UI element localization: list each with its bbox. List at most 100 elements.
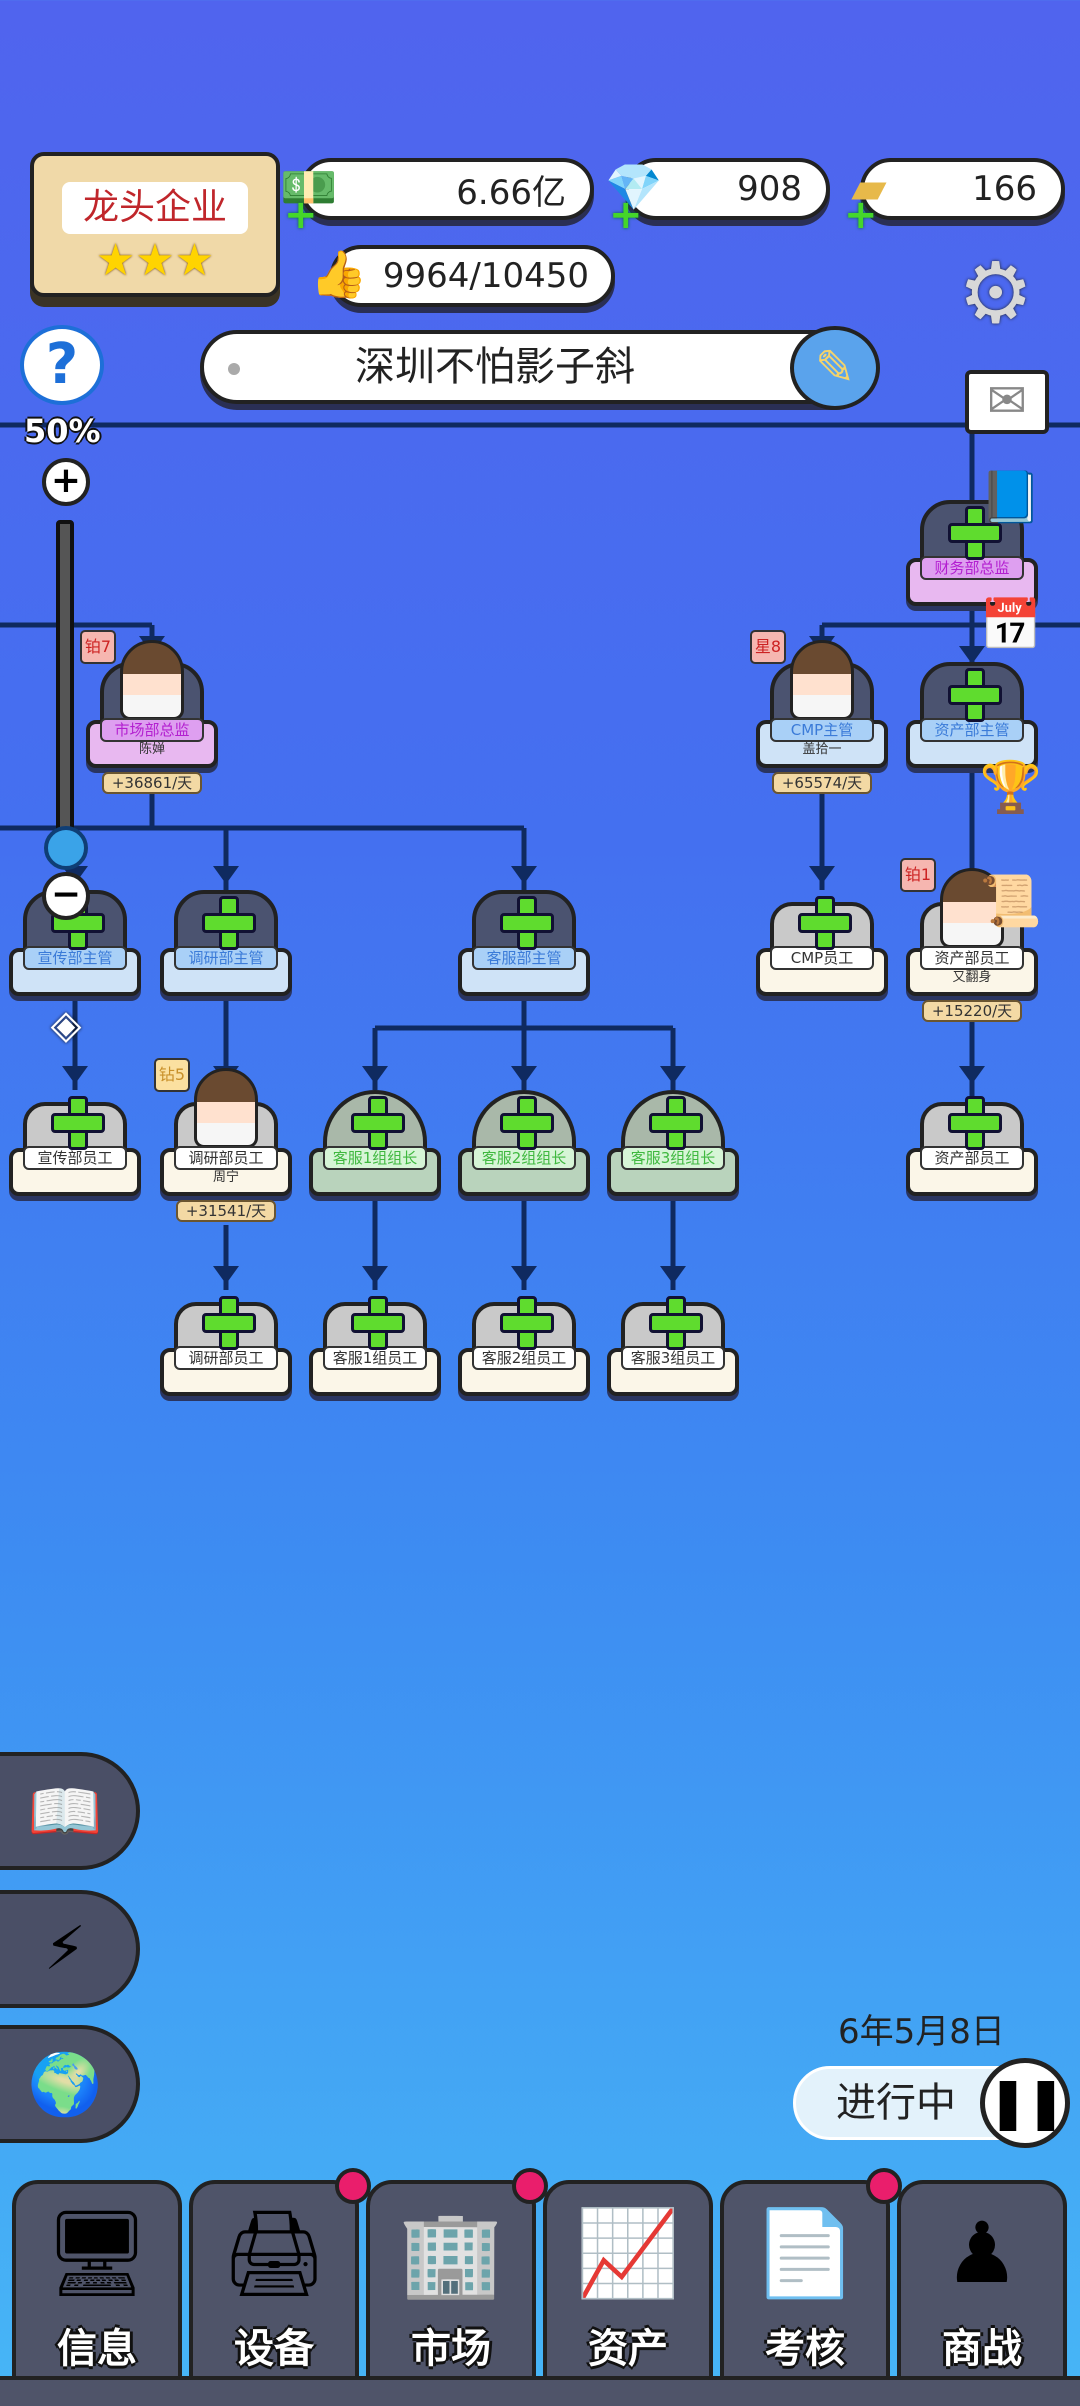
connector-arrow <box>362 1266 388 1284</box>
mail-icon[interactable]: ✉ <box>965 370 1049 434</box>
company-name-bar[interactable]: 深圳不怕影子斜 <box>200 330 870 404</box>
energy-boost-button[interactable]: ⚡ <box>0 1890 140 2008</box>
hire-plus-icon[interactable] <box>500 896 554 950</box>
hire-plus-icon[interactable] <box>948 506 1002 560</box>
org-seat-cs-mgr[interactable]: 客服部主管 <box>458 890 590 1020</box>
level-badge: 钻5 <box>154 1058 190 1092</box>
tab-label: 资产 <box>588 2326 668 2372</box>
org-seat-fin-dir[interactable]: 财务部总监 <box>906 500 1038 630</box>
world-map-button[interactable]: 🌍 <box>0 2025 140 2143</box>
level-badge: 铂7 <box>80 630 116 664</box>
tab-label: 信息 <box>57 2326 137 2372</box>
nav-tab-5[interactable]: ♟ 商战 <box>897 2180 1067 2390</box>
employee-name: 又翻身 <box>952 970 992 985</box>
calendar-task-icon[interactable]: 📅 <box>979 596 1043 654</box>
zoom-slider-track[interactable] <box>56 520 74 840</box>
zoom-in-button[interactable]: + <box>42 458 90 506</box>
employee-name: 周宁 <box>212 1170 239 1185</box>
trophy-icon[interactable]: 🏆 <box>979 758 1043 816</box>
nav-tab-3[interactable]: 📈资产 <box>543 2180 713 2390</box>
hire-plus-icon[interactable] <box>351 1096 405 1150</box>
nav-tab-4[interactable]: 📄考核 <box>720 2168 902 2390</box>
diamond-icon: 💎+ <box>605 159 663 239</box>
tab-label: 考核 <box>765 2326 845 2372</box>
org-seat-res-mgr[interactable]: 调研部主管 <box>160 890 292 1020</box>
scroll-icon[interactable]: 📜 <box>979 872 1043 930</box>
help-support-icon[interactable]: ? <box>20 325 104 405</box>
company-name: 深圳不怕影子斜 <box>355 344 635 390</box>
connector-arrow <box>660 1066 686 1084</box>
chess-icon: ♟ <box>944 2204 1020 2302</box>
tab-label: 市场 <box>411 2326 491 2372</box>
gold-counter[interactable]: ▰+ 166 <box>844 158 1065 238</box>
cash-icon: 💵+ <box>280 159 338 239</box>
nav-tab-1[interactable]: 🖨设备 <box>189 2168 371 2390</box>
org-seat-cs3-lead[interactable]: 客服3组组长 <box>607 1090 739 1220</box>
diamond-value: 908 <box>737 169 802 209</box>
nav-tab-2[interactable]: 🏢市场 <box>366 2168 548 2390</box>
hire-plus-icon[interactable] <box>202 896 256 950</box>
money-counter[interactable]: 💵+ 6.66亿 <box>280 158 594 238</box>
org-seat-pr-staff[interactable]: 宣传部员工 <box>9 1090 141 1220</box>
certificate-book-button[interactable]: 📖 <box>0 1752 140 1870</box>
hire-plus-icon[interactable] <box>948 668 1002 722</box>
diamond-counter[interactable]: 💎+ 908 <box>605 158 830 238</box>
hire-plus-icon[interactable] <box>500 1296 554 1350</box>
hire-plus-icon[interactable] <box>500 1096 554 1150</box>
connector-arrow <box>511 1266 537 1284</box>
hire-plus-icon[interactable] <box>948 1096 1002 1150</box>
nav-tab-0[interactable]: 🖥 信息 <box>12 2180 182 2390</box>
daily-income: +36861/天 <box>102 772 202 794</box>
employee-avatar <box>194 1068 258 1148</box>
locate-center-icon[interactable]: ◈ <box>50 1002 82 1048</box>
org-seat-cs2-staff[interactable]: 客服2组员工 <box>458 1290 590 1420</box>
thumbs-up-icon: 👍 <box>310 246 368 301</box>
org-seat-cs2-lead[interactable]: 客服2组组长 <box>458 1090 590 1220</box>
zoom-out-button[interactable]: − <box>42 872 90 920</box>
status-text: 进行中 <box>836 2080 956 2126</box>
org-seat-asset-staff-2[interactable]: 资产部员工 <box>906 1090 1038 1220</box>
hire-plus-icon[interactable] <box>649 1296 703 1350</box>
org-seat-cmp-staff[interactable]: CMP员工 <box>756 890 888 1020</box>
monitor-icon: 🖥 <box>43 2204 151 2302</box>
hire-plus-icon[interactable] <box>202 1296 256 1350</box>
pause-button[interactable]: ❚❚ <box>980 2058 1070 2148</box>
connector-arrow <box>809 866 835 884</box>
zoom-level-label: 50% <box>24 412 101 450</box>
org-seat-cs1-staff[interactable]: 客服1组员工 <box>309 1290 441 1420</box>
bullet-dot <box>228 363 240 375</box>
zoom-slider-knob[interactable] <box>44 826 88 870</box>
position-title: 调研部员工 <box>174 1146 278 1170</box>
game-status-pill[interactable]: 进行中 <box>793 2066 1063 2140</box>
rank-stars-icon: ★★★ <box>95 235 215 286</box>
employee-avatar <box>790 640 854 720</box>
org-seat-asset-mgr[interactable]: 资产部主管 <box>906 662 1038 792</box>
org-seat-cs1-lead[interactable]: 客服1组组长 <box>309 1090 441 1220</box>
connector-arrow <box>959 1066 985 1084</box>
handbook-icon[interactable]: 📘 <box>979 468 1043 526</box>
gold-bar-icon: ▰+ <box>844 160 887 238</box>
company-rank-plaque[interactable]: 龙头企业 ★★★ <box>30 152 280 297</box>
edit-name-pencil-button[interactable]: ✎ <box>790 326 880 410</box>
hire-plus-icon[interactable] <box>798 896 852 950</box>
level-badge: 星8 <box>750 630 786 664</box>
org-seat-mkt-dir[interactable]: 铂7 市场部总监陈婵 +36861/天 <box>80 630 218 794</box>
org-seat-cs3-staff[interactable]: 客服3组员工 <box>607 1290 739 1420</box>
reputation-counter[interactable]: 👍 9964/10450 <box>310 245 615 307</box>
bottom-nav-base <box>0 2376 1080 2406</box>
employee-name: 盖拾一 <box>802 742 842 757</box>
tab-label: 商战 <box>942 2326 1022 2372</box>
settings-gear-icon[interactable]: ⚙ <box>958 244 1034 342</box>
hire-plus-icon[interactable] <box>351 1296 405 1350</box>
connector-arrow <box>62 1066 88 1084</box>
reputation-value: 9964/10450 <box>382 256 589 296</box>
org-seat-res-staff-2[interactable]: 调研部员工 <box>160 1290 292 1420</box>
hire-plus-icon[interactable] <box>51 1096 105 1150</box>
hire-plus-icon[interactable] <box>649 1096 703 1150</box>
position-title: 市场部总监 <box>100 718 204 742</box>
connector-arrow <box>660 1266 686 1284</box>
employee-name: 陈婵 <box>138 742 165 757</box>
